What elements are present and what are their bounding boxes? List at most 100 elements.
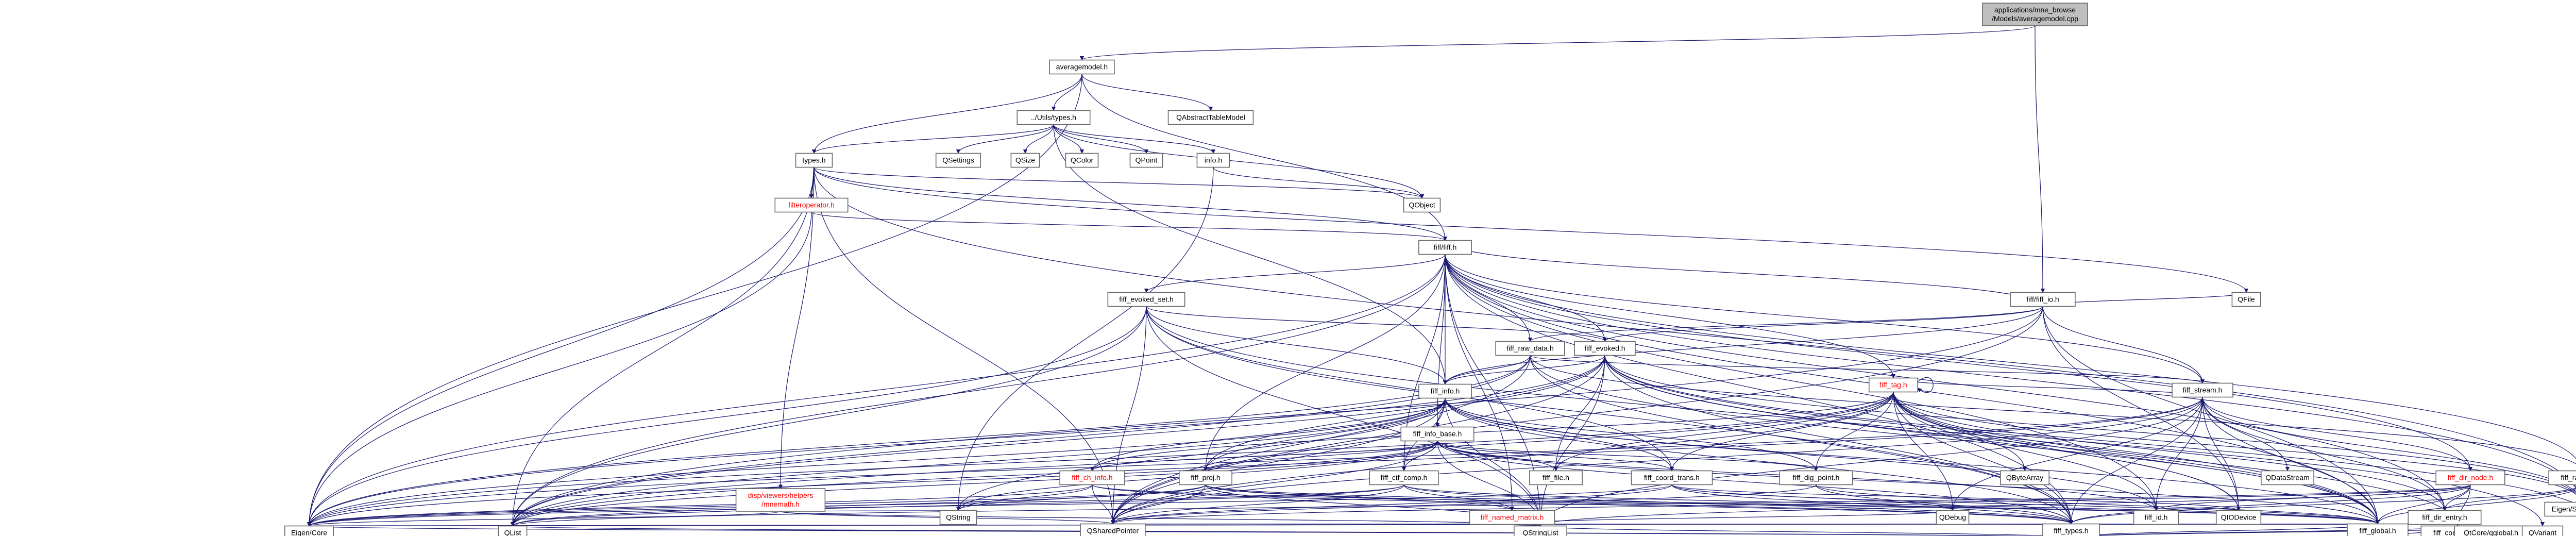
edge-utils_types_h-to-QColor xyxy=(1053,124,1084,154)
node-fiff-info-base-h[interactable]: fiff_info_base.h xyxy=(1400,426,1475,442)
edge-fiff_info_h-to-fiff_coord_trans_h xyxy=(1445,398,1674,472)
edge-fiff_coord_trans_h-to-QDebug xyxy=(1671,484,1955,511)
edge-fiff_stream_h-to-QIODevice xyxy=(2202,397,2241,511)
node-box xyxy=(1059,470,1125,485)
node-fiff-stream-h[interactable]: fiff_stream.h xyxy=(2172,382,2233,398)
edge-fiff_raw_data_h-to-fiff_info_h xyxy=(1443,355,1531,385)
node-label: QSize xyxy=(1015,156,1035,164)
edge-fiff_evoked_h-to-fiff_info_h xyxy=(1443,355,1605,385)
node-fiff-ctf-comp-h[interactable]: fiff_ctf_comp.h xyxy=(1369,470,1439,485)
node-QSize: QSize xyxy=(1010,153,1040,168)
node-box xyxy=(2435,470,2505,485)
edge-fiff_stream_h-to-QDebug xyxy=(1950,397,2203,511)
node-box xyxy=(1982,3,2088,26)
edge-fiff_tag_h-to-EigenCore xyxy=(307,392,1894,527)
node-info-h[interactable]: info.h xyxy=(1196,153,1230,168)
edge-fiff_stream_h-to-QList xyxy=(510,397,2203,527)
node-filteroperator-h[interactable]: filteroperator.h xyxy=(774,197,849,213)
node-fiff-raw-dir-h[interactable]: fiff_raw_dir.h xyxy=(2548,470,2576,485)
node-fiff-global-h[interactable]: fiff_global.h xyxy=(2347,523,2409,536)
edge-fiff_ch_info_h-to-QString xyxy=(956,484,1093,511)
node-EigenCore: Eigen/Core xyxy=(284,525,334,536)
edge-fiff_info_h-to-fiff_id_h xyxy=(1445,398,2159,511)
edge-fiff_stream_h-to-fiff_global_h xyxy=(2202,397,2380,525)
node-fiff-evoked-set-h[interactable]: fiff_evoked_set.h xyxy=(1107,292,1185,307)
node-label: fiff_raw_data.h xyxy=(1506,344,1554,353)
edge-fiff_tag_h-to-fiff_tag_h xyxy=(1917,377,1934,393)
edge-fiff_evoked_h-to-QList xyxy=(510,355,1605,527)
node-fiff-h[interactable]: fiff/fiff.h xyxy=(1418,240,1472,255)
node-fiff-types-h[interactable]: fiff_types.h xyxy=(2042,523,2100,536)
node-fiff-id-h[interactable]: fiff_id.h xyxy=(2133,510,2179,525)
edge-types_h-to-EigenCore xyxy=(307,167,815,527)
edge-fiff_info_base_h-to-QSharedPointer xyxy=(1110,441,1438,525)
node-types-h[interactable]: types.h xyxy=(795,153,833,168)
edge-fiff_coord_trans_h-to-EigenCore xyxy=(307,484,1672,527)
node-fiff-io-h[interactable]: fiff/fiff_io.h xyxy=(2010,292,2076,307)
edge-fiff_proj_h-to-fiff_named_matrix_h xyxy=(1205,484,1515,511)
node-label: QDebug xyxy=(1939,513,1966,522)
node-box xyxy=(2215,510,2262,525)
node-box xyxy=(1167,110,1254,125)
node-fiff-info-h[interactable]: fiff_info.h xyxy=(1418,383,1472,399)
node-label: averagemodel.h xyxy=(1056,63,1108,71)
node-fiff-proj-h[interactable]: fiff_proj.h xyxy=(1179,470,1232,485)
node-fiff-coord-trans-h[interactable]: fiff_coord_trans.h xyxy=(1631,470,1713,485)
node-label: fiff_raw_dir.h xyxy=(2561,474,2576,482)
edge-fiff_dig_point_h-to-fiff_types_h xyxy=(1816,484,2074,525)
edge-fiff_dig_point_h-to-QSharedPointer xyxy=(1111,484,1817,525)
node-fiff-tag-h[interactable]: fiff_tag.h xyxy=(1869,377,1919,393)
node-QPoint: QPoint xyxy=(1129,153,1163,168)
node-box xyxy=(2408,510,2482,525)
edge-fiff_types_h-to-EigenCore xyxy=(308,525,2029,536)
node-fiff-ch-info-h[interactable]: fiff_ch_info.h xyxy=(1059,470,1125,485)
node-fiff-dig-point-h[interactable]: fiff_dig_point.h xyxy=(1779,470,1853,485)
edge-root-to-fiff_io_h xyxy=(2035,25,2045,293)
edge-fiff_stream_h-to-EigenSparseCore xyxy=(2202,397,2576,493)
node-box xyxy=(1469,510,1555,525)
edge-fiff_types_h-to-QList xyxy=(511,525,2034,536)
edge-fiff_evoked_set_h-to-QList xyxy=(510,306,1147,527)
node-label: QList xyxy=(504,529,521,536)
node-label: fiff/fiff.h xyxy=(1434,243,1457,252)
edge-fiff_h-to-fiff_proj_h xyxy=(1203,254,1446,472)
node-box xyxy=(1869,377,1919,393)
edge-fiff_coord_trans_h-to-fiff_types_h xyxy=(1671,484,2074,525)
node-fiff-named-matrix-h[interactable]: fiff_named_matrix.h xyxy=(1469,510,1555,525)
node-root: applications/mne_browse/Models/averagemo… xyxy=(1982,3,2088,26)
edge-fiff_ctf_comp_h-to-EigenCore xyxy=(307,484,1404,527)
edge-fiff_h-to-EigenSparseCore xyxy=(1445,254,2576,489)
node-label: QtCore/qglobal.h xyxy=(2464,529,2518,536)
edge-averagemodel_h-to-utils_types_h xyxy=(1051,74,1082,111)
node-fiff-evoked-h[interactable]: fiff_evoked.h xyxy=(1574,341,1636,356)
node-fiff-dir-node-h[interactable]: fiff_dir_node.h xyxy=(2435,470,2505,485)
node-box xyxy=(774,197,849,213)
node-fiff-dir-entry-h[interactable]: fiff_dir_entry.h xyxy=(2408,510,2482,525)
node-utils-types-h[interactable]: ../Utils/types.h xyxy=(1016,110,1091,125)
edge-utils_types_h-to-fiff_info_h xyxy=(1053,124,1448,385)
edge-fiff_h-to-EigenCore xyxy=(307,254,1446,527)
edge-fiff_tag_h-to-QDebug xyxy=(1893,392,1955,511)
node-box xyxy=(2172,382,2233,398)
edge-types_h-to-QObject xyxy=(814,166,1424,199)
node-averagemodel-h[interactable]: averagemodel.h xyxy=(1049,59,1115,75)
node-fiff-raw-data-h[interactable]: fiff_raw_data.h xyxy=(1495,341,1565,356)
edge-fiff_ctf_comp_h-to-QList xyxy=(511,484,1404,527)
edge-fiff_evoked_h-to-fiff_proj_h xyxy=(1203,355,1605,472)
node-box xyxy=(2261,470,2314,485)
node-fiff-file-h[interactable]: fiff_file.h xyxy=(1529,470,1583,485)
edge-fiff_tag_h-to-fiff_global_h xyxy=(1893,392,2380,525)
node-mnemath-h[interactable]: disp/viewers/helpers/mnemath.h xyxy=(735,488,826,512)
edges-layer xyxy=(307,25,2576,536)
node-box xyxy=(1418,240,1472,255)
edge-fiff_io_h-to-QIODevice xyxy=(2042,306,2241,511)
edge-fiff_h-to-fiff_tag_h xyxy=(1445,254,1896,379)
node-box xyxy=(1529,470,1583,485)
node-box xyxy=(2347,523,2409,536)
edge-fiff_evoked_h-to-fiff_types_h xyxy=(1604,355,2074,525)
node-QDataStream: QDataStream xyxy=(2261,470,2314,485)
edge-utils_types_h-to-QPoint xyxy=(1053,124,1149,154)
edge-fiff_stream_h-to-fiff_id_h xyxy=(2154,397,2203,511)
node-box xyxy=(1129,153,1163,168)
edge-fiff_coord_trans_h-to-QIODevice xyxy=(1671,484,2241,511)
